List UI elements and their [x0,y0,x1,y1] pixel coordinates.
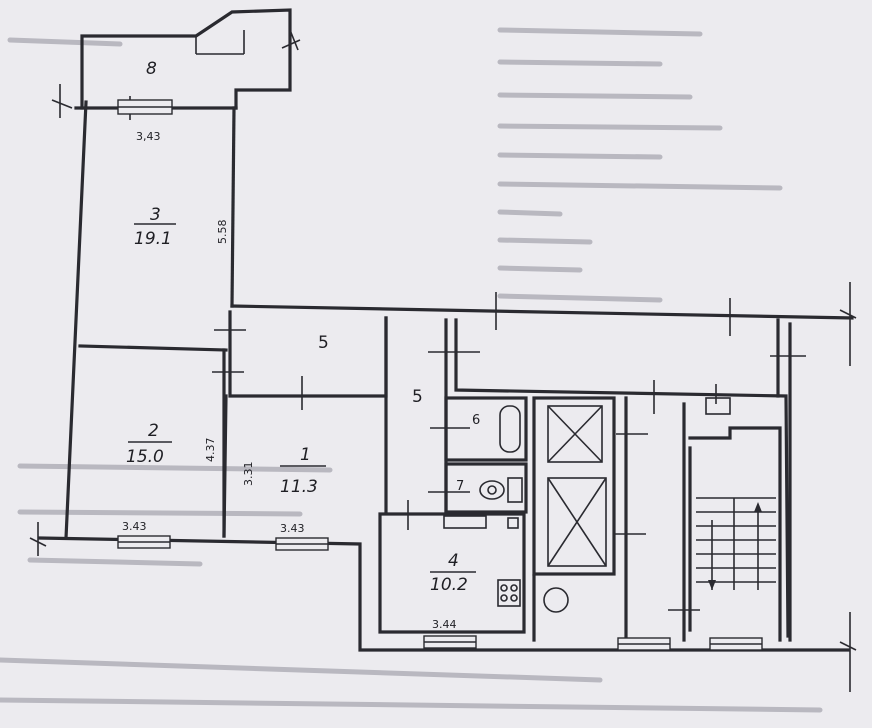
grid-ticks [29,39,857,692]
room-4-number: 4 [448,551,459,571]
hall-b-number: 5 [412,387,423,407]
dim-room-4-width: 3.44 [432,618,457,631]
room-8-number: 8 [146,59,157,79]
dim-room-2-width: 3.43 [122,520,147,533]
fixtures [443,405,776,613]
hall-a-number: 5 [318,333,329,353]
room-2-number: 2 [148,421,159,441]
room-1-number: 1 [300,445,311,465]
dim-room-1-length: 3.31 [242,462,255,487]
walls [38,8,854,652]
stove-icon [497,579,521,607]
elevator-icon [547,405,607,567]
room-2-area: 15.0 [126,447,164,467]
room-4-area: 10.2 [430,575,468,595]
background-texture [0,27,823,713]
windows [117,99,763,651]
wc-number: 7 [456,479,464,494]
chute-icon [543,587,569,613]
sink-icon [443,515,487,529]
dim-room-1-width: 3.43 [280,522,305,535]
room-1-area: 11.3 [280,477,318,497]
room-3-area: 19.1 [134,229,172,249]
dimension-labels: 3,43 5.58 3.43 4.37 3.43 3.31 3.44 [122,130,457,631]
room-labels: 8 3 19.1 2 15.0 1 11.3 4 10.2 5 5 6 7 [126,59,480,595]
room-3-number: 3 [150,205,161,225]
toilet-icon [479,480,505,500]
dim-room-3-width: 3,43 [136,130,161,143]
stairs-icon [696,497,776,590]
bath-number: 6 [472,413,480,428]
bathtub-icon [499,405,521,453]
dim-room-3-length: 5.58 [216,220,229,245]
dim-room-2-length: 4.37 [204,438,217,463]
